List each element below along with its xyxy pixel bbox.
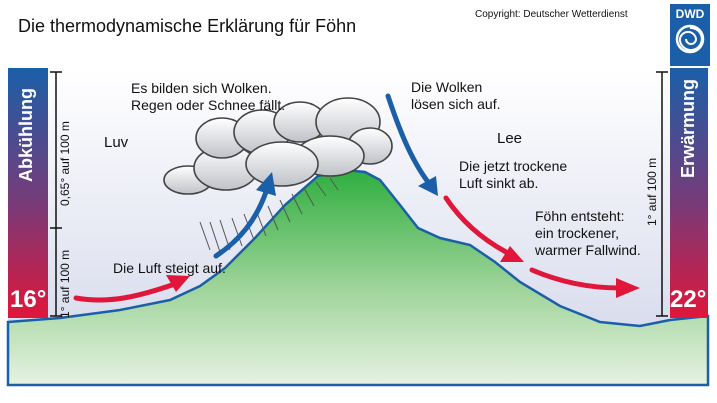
clouds-form-line-2: Regen oder Schnee fällt. bbox=[131, 97, 286, 113]
right-bar-temperature: 22° bbox=[670, 286, 707, 313]
dry-air-sink-arrow bbox=[443, 195, 509, 255]
scale-left-lower-label: 1° auf 100 m bbox=[58, 249, 72, 318]
scale-left-upper-label: 0,65° auf 100 m bbox=[58, 121, 72, 206]
dwd-logo: DWD bbox=[670, 4, 710, 66]
foehn-line-2: ein trockener, bbox=[535, 225, 620, 241]
dry-air-sink-arrow-head bbox=[500, 246, 524, 262]
air-rises-annotation: Die Luft steigt auf. bbox=[113, 260, 226, 276]
foehn-annotation: Föhn entsteht: ein trockener, warmer Fal… bbox=[535, 208, 641, 259]
rising-air-arrow bbox=[213, 189, 269, 259]
left-bar-temperature: 16° bbox=[10, 286, 47, 313]
cloud-dissolve-arrow bbox=[385, 93, 431, 185]
clouds-dissolve-annotation: Die Wolken lösen sich auf. bbox=[411, 79, 501, 113]
dry-air-sinks-line-2: Luft sinkt ab. bbox=[459, 175, 539, 191]
dwd-logo-text: DWD bbox=[675, 7, 705, 21]
foehn-wind-arrow bbox=[529, 267, 623, 291]
cloud bbox=[163, 97, 393, 195]
luv-label: Luv bbox=[104, 134, 129, 151]
warm-inflow-arrow-head bbox=[166, 275, 190, 292]
clouds-form-line-1: Es bilden sich Wolken. bbox=[131, 80, 272, 96]
cloud-dissolve-arrow-head bbox=[418, 176, 438, 196]
right-bar-label: Erwärmung bbox=[678, 78, 698, 178]
left-bar-label: Abkühlung bbox=[16, 88, 36, 182]
rising-air-arrow-head bbox=[256, 172, 276, 196]
lee-label: Lee bbox=[497, 130, 523, 147]
scale-left bbox=[50, 71, 62, 317]
foehn-line-1: Föhn entsteht: bbox=[535, 208, 625, 224]
arrows bbox=[73, 93, 640, 303]
clouds-form-annotation: Es bilden sich Wolken. Regen oder Schnee… bbox=[131, 80, 285, 114]
dry-air-sinks-line-1: Die jetzt trockene bbox=[459, 158, 568, 174]
scale-right bbox=[656, 71, 668, 317]
right-temperature-bar bbox=[670, 68, 708, 318]
clouds-dissolve-line-1: Die Wolken bbox=[411, 79, 483, 95]
foehn-line-3: warmer Fallwind. bbox=[535, 242, 641, 258]
warm-inflow-arrow bbox=[73, 281, 178, 303]
foehn-wind-arrow-head bbox=[616, 278, 640, 298]
left-temperature-bar bbox=[8, 68, 48, 318]
dry-air-sinks-annotation: Die jetzt trockene Luft sinkt ab. bbox=[459, 158, 567, 192]
copyright-text: Copyright: Deutscher Wetterdienst bbox=[475, 9, 628, 20]
page-title: Die thermodynamische Erklärung für Föhn bbox=[18, 16, 357, 36]
scale-right-label: 1° auf 100 m bbox=[645, 157, 659, 226]
dwd-spiral-icon bbox=[675, 24, 705, 54]
mountain bbox=[6, 168, 710, 387]
clouds-dissolve-line-2: lösen sich auf. bbox=[411, 96, 501, 112]
